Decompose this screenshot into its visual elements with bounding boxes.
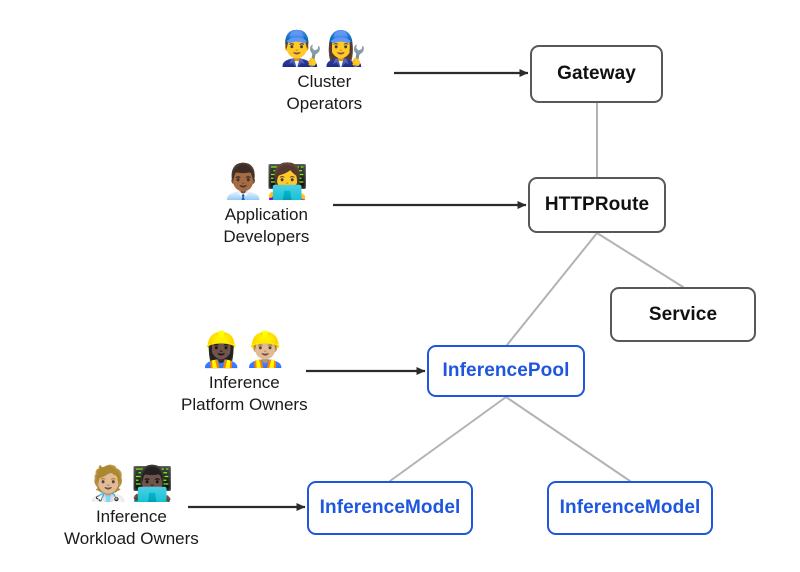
man-office-worker-icon woman-technologist-icon: 👨🏾‍💼👩‍💻 [222,162,311,202]
connector-httproute-inferencepool [506,232,598,346]
actor-label-application-developers: Application Developers [223,205,310,246]
node-inferencemodel1[interactable]: InferenceModel [307,481,473,535]
node-label-inferencemodel2: InferenceModel [559,497,701,518]
node-label-gateway: Gateway [557,63,636,84]
node-inferencepool[interactable]: InferencePool [427,345,585,397]
actor-label-inference-workload-owners: Inference Workload Owners [64,507,199,548]
arrow-layer [188,69,529,511]
connector-inferencepool-inferencemodel1 [389,396,507,482]
health-worker-icon man-technologist-icon: 🧑🏼‍⚕️👨🏿‍💻 [87,464,176,504]
node-label-inferencepool: InferencePool [442,360,570,381]
actor-label-cluster-operators: Cluster Operators [286,72,363,113]
actor-cluster-operators: 👨‍🔧👩‍🔧Cluster Operators [280,30,369,115]
actor-label-inference-platform-owners: Inference Platform Owners [181,373,308,414]
actor-inference-platform-owners: 👷🏿‍♀️👷🏼‍♂️Inference Platform Owners [181,331,308,416]
man-mechanic-icon woman-mechanic-icon: 👨‍🔧👩‍🔧 [280,29,369,69]
node-gateway[interactable]: Gateway [530,45,663,103]
node-httproute[interactable]: HTTPRoute [528,177,666,233]
node-label-service: Service [648,303,718,325]
actor-application-developers: 👨🏾‍💼👩‍💻Application Developers [222,163,311,248]
actor-inference-workload-owners: 🧑🏼‍⚕️👨🏿‍💻Inference Workload Owners [64,465,199,550]
connector-httproute-service [596,232,684,288]
connector-inferencepool-inferencemodel2 [505,396,631,482]
node-label-httproute: HTTPRoute [544,194,650,215]
node-label-inferencemodel1: InferenceModel [319,497,461,518]
node-inferencemodel2[interactable]: InferenceModel [547,481,713,535]
node-service[interactable]: Service [610,287,756,342]
woman-construction-worker-icon man-construction-worker-icon: 👷🏿‍♀️👷🏼‍♂️ [199,330,289,370]
